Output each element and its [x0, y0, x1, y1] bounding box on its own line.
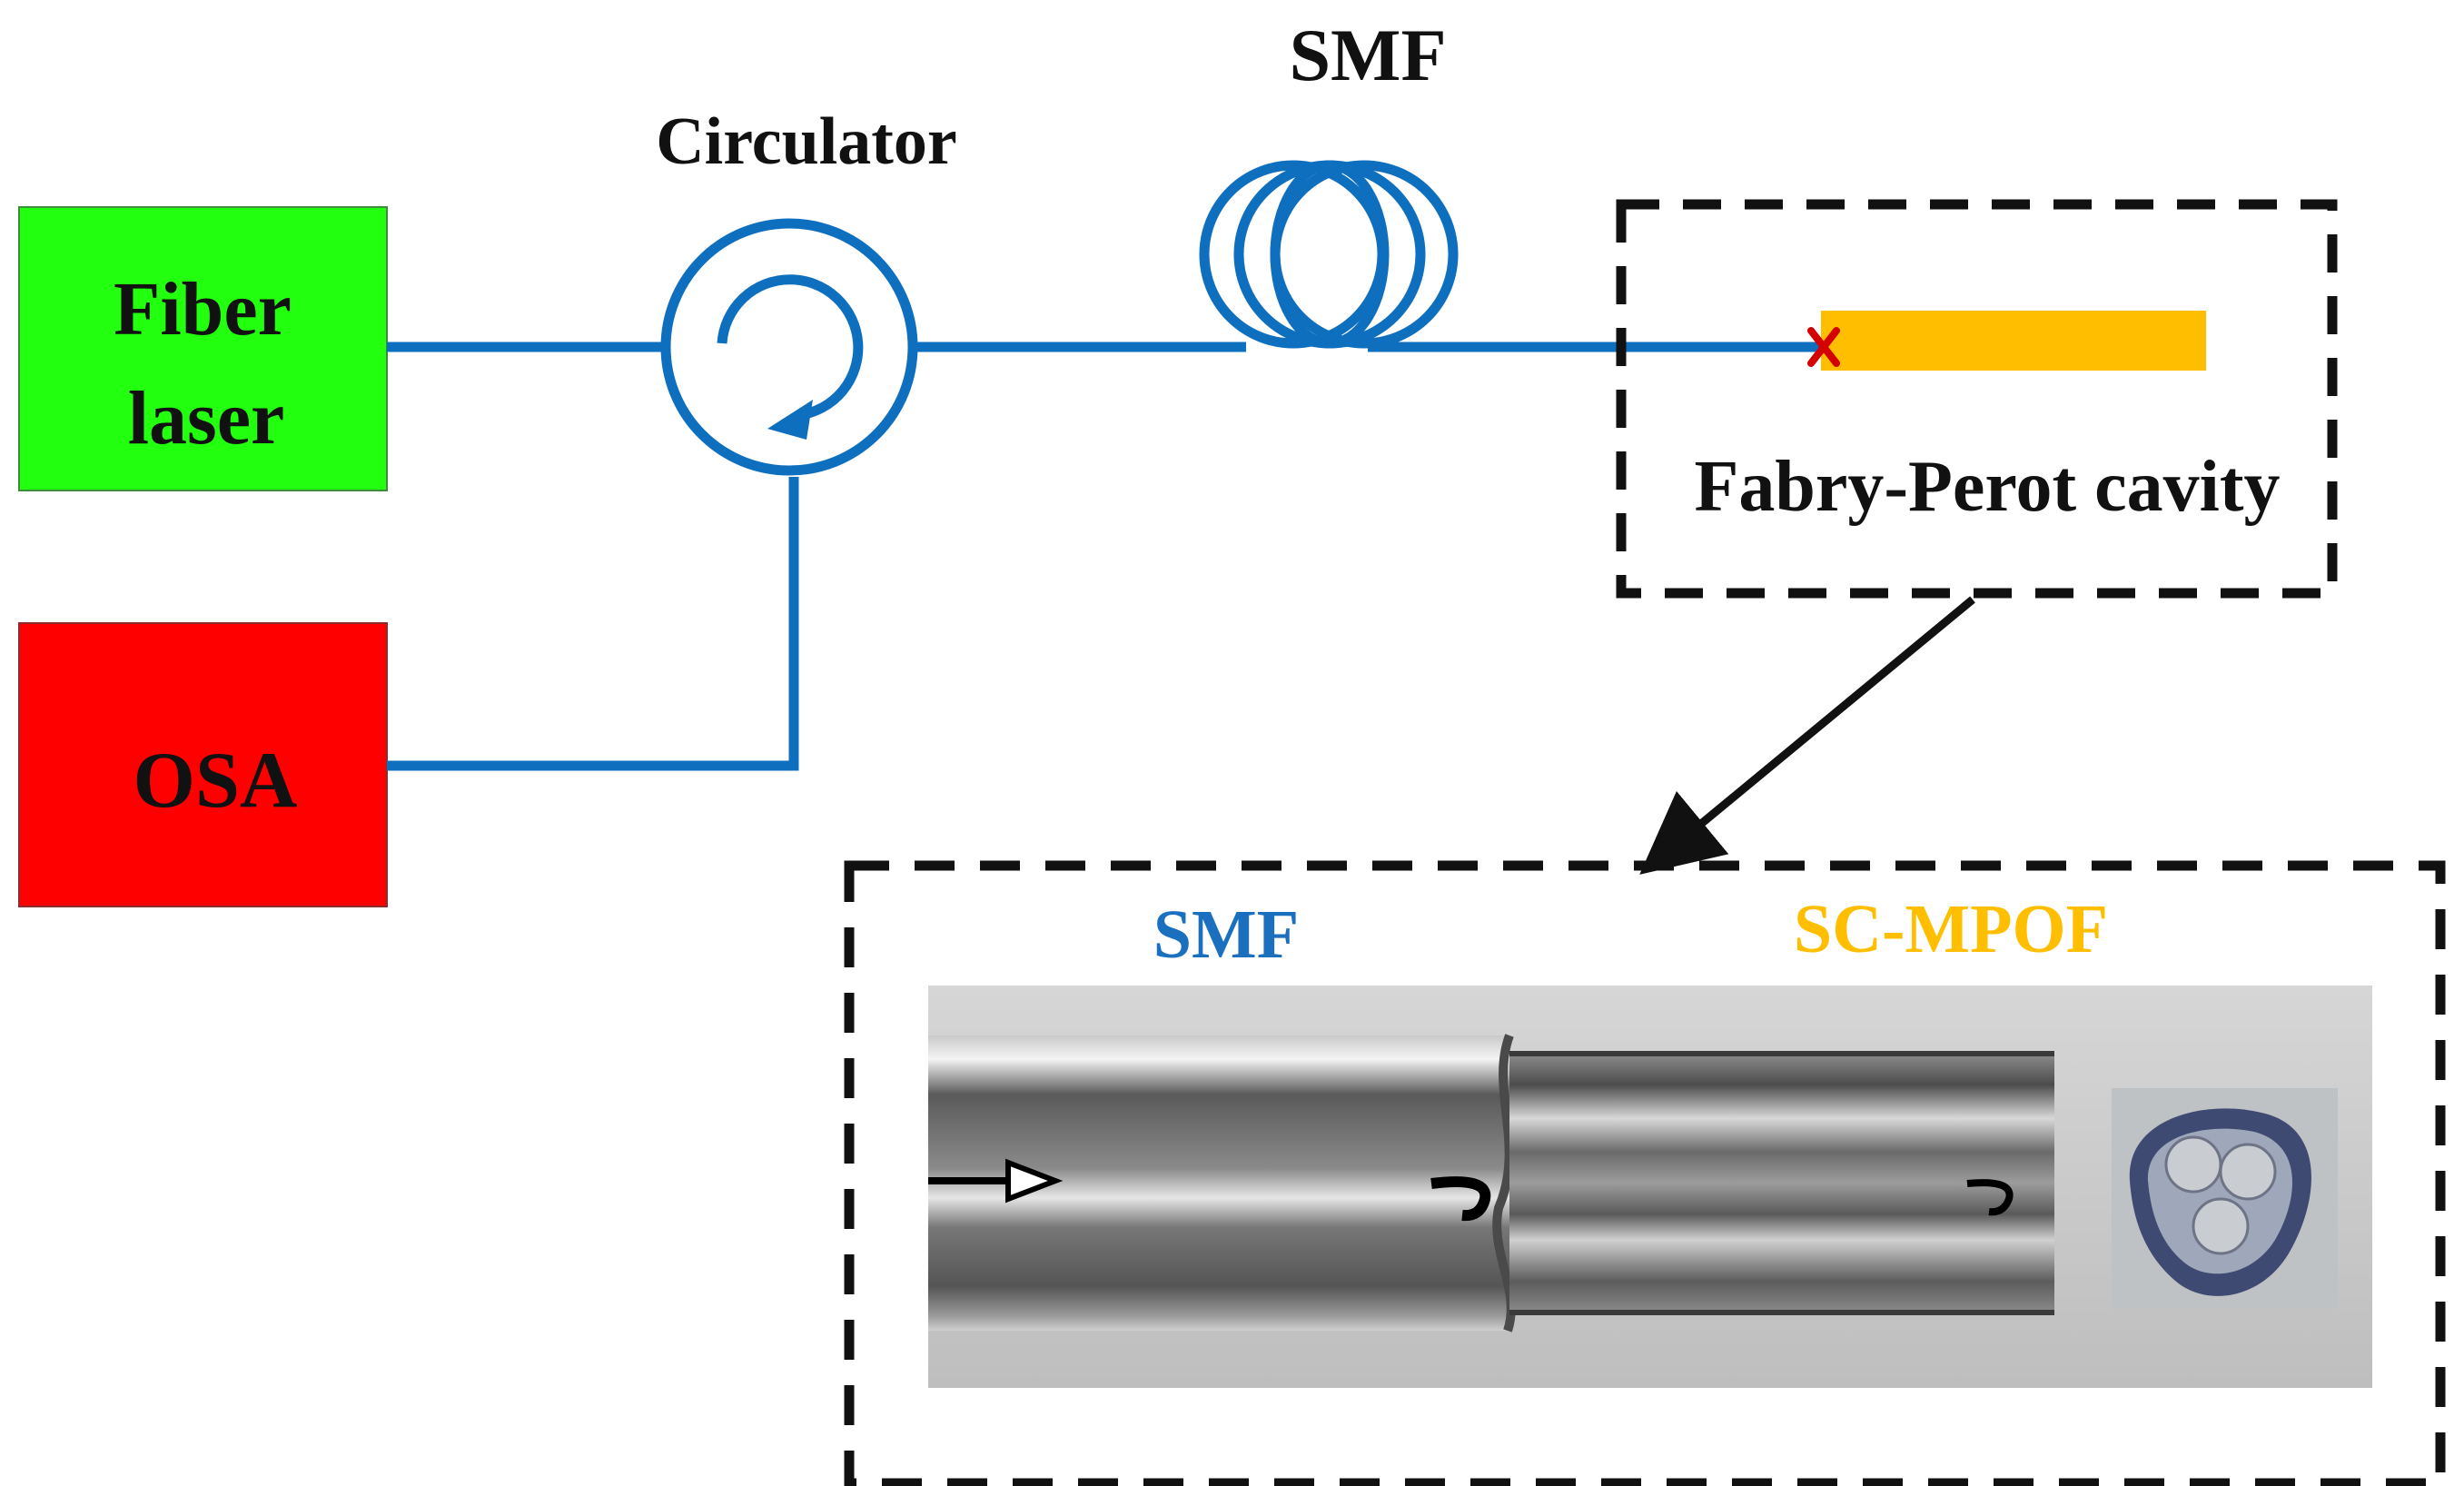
- fiber-lines: [387, 342, 1821, 771]
- smf-reflection-hook-icon: [1430, 1176, 1491, 1222]
- micrograph-smf-label: SMF: [1153, 897, 1299, 973]
- splice-mark-icon: [1807, 327, 1840, 367]
- zoom-arrow: [1639, 596, 1975, 875]
- micrograph-splice-joint: [1492, 1034, 1516, 1332]
- micrograph-box: SMF SC-MPOF: [844, 860, 2446, 1486]
- fiber-laser-box: Fiber laser: [18, 206, 388, 491]
- circulator-rotation-arrow-icon: [717, 274, 864, 421]
- micrograph-scmpof-fiber: [1509, 1054, 2054, 1313]
- circulator-label: Circulator: [656, 104, 957, 179]
- micrograph-scmpof-label: SC-MPOF: [1794, 891, 2108, 967]
- scmpof-cross-section: [2112, 1088, 2338, 1309]
- circulator-arrowhead-icon: [767, 400, 813, 440]
- circulator-to-osa: [387, 477, 799, 771]
- fabry-perot-label: Fabry-Perot cavity: [1695, 447, 2281, 527]
- fiber-laser-label-line2: laser: [128, 376, 285, 461]
- mpof-reflection-hook-icon: [1966, 1179, 2014, 1216]
- smf-coil: SMF: [1199, 14, 1459, 349]
- fiber-micrograph: [928, 986, 2372, 1388]
- fiber-laser-label-line1: Fiber: [114, 267, 292, 352]
- smf-coil-label: SMF: [1289, 14, 1446, 96]
- osa-label: OSA: [134, 737, 298, 825]
- sc-mpof-segment: [1821, 311, 2206, 371]
- osa-box: OSA: [18, 622, 388, 907]
- circulator: Circulator: [656, 104, 957, 476]
- micrograph-input-arrow-icon: [928, 1158, 1064, 1204]
- fabry-perot-box: Fabry-Perot cavity: [1616, 199, 2338, 599]
